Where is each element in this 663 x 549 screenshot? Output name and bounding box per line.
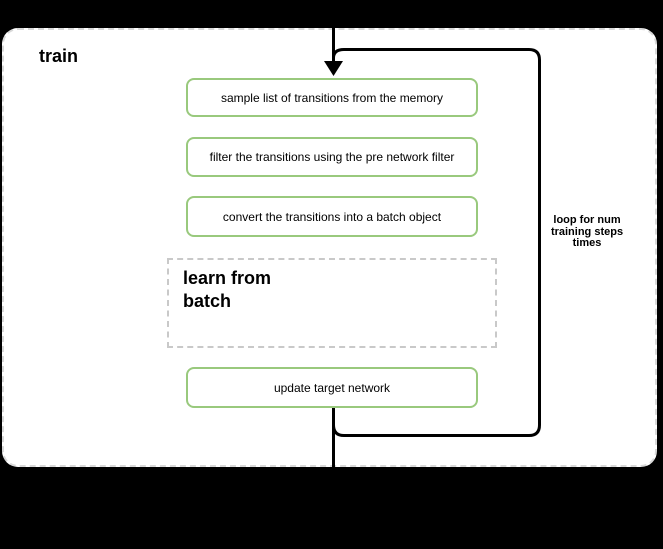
step-label: sample list of transitions from the memo…	[220, 90, 444, 105]
subprocess-box-learn-from-batch: learn from batch	[167, 258, 497, 348]
step-box-sample-transitions: sample list of transitions from the memo…	[186, 78, 478, 117]
step-label: update target network	[273, 380, 391, 395]
subprocess-label: learn from batch	[183, 268, 272, 311]
step-box-convert-batch: convert the transitions into a batch obj…	[186, 196, 478, 237]
step-box-update-target-network: update target network	[186, 367, 478, 408]
step-label: filter the transitions using the pre net…	[209, 150, 455, 164]
loop-annotation: loop for num training steps times	[550, 214, 624, 249]
step-box-filter-transitions: filter the transitions using the pre net…	[186, 137, 478, 177]
step-label: convert the transitions into a batch obj…	[222, 209, 442, 224]
train-title: train	[39, 46, 79, 66]
